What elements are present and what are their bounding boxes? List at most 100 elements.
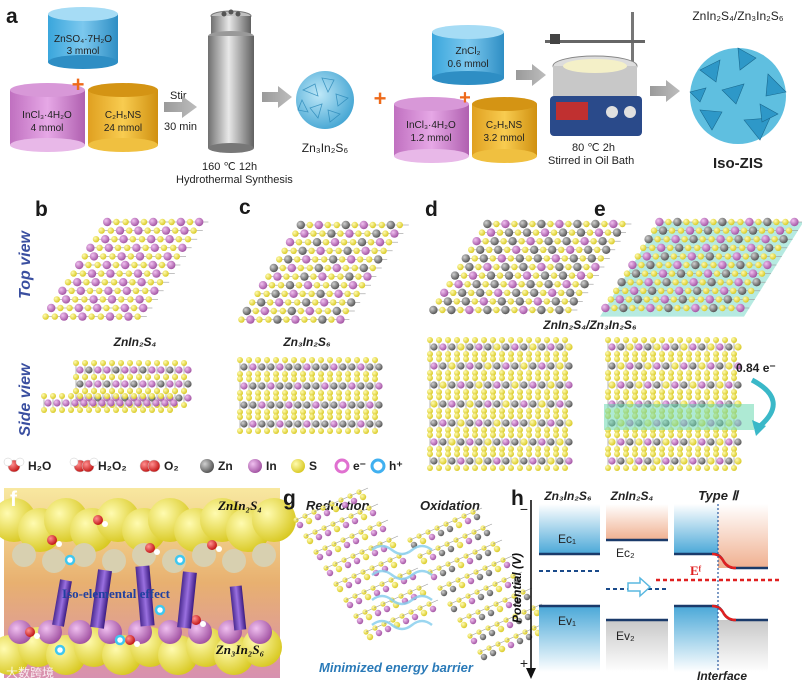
atom — [617, 278, 626, 287]
atom — [760, 253, 767, 260]
atom — [494, 288, 503, 297]
atom — [652, 253, 659, 260]
atom — [665, 218, 672, 226]
atom — [532, 229, 540, 236]
atom — [310, 273, 317, 280]
side-view-label: Side view — [17, 362, 34, 436]
atom — [313, 282, 321, 289]
atom — [511, 263, 518, 271]
atom — [734, 278, 743, 287]
atom — [335, 247, 342, 254]
atom — [486, 246, 493, 253]
atom — [144, 270, 151, 277]
atom — [701, 304, 708, 312]
atom — [289, 289, 298, 298]
atom — [132, 287, 140, 294]
atom — [540, 271, 550, 280]
atom — [562, 237, 571, 246]
atom — [543, 255, 550, 262]
atom — [686, 270, 694, 277]
atom — [242, 306, 251, 316]
atom — [511, 220, 518, 228]
atom — [512, 245, 521, 254]
cb-zn3in2s6 — [539, 504, 600, 554]
atom — [268, 282, 276, 289]
atom — [79, 270, 87, 277]
legend-item: h⁺ — [370, 458, 403, 474]
atom — [656, 304, 663, 312]
atom — [302, 298, 311, 307]
atom — [87, 269, 97, 278]
axis-title: Potential (V) — [510, 553, 524, 623]
atom — [660, 252, 669, 261]
legend-label: O₂ — [164, 459, 179, 473]
atom — [330, 238, 340, 247]
atom — [150, 286, 159, 295]
atom — [310, 230, 317, 237]
atom — [355, 230, 362, 237]
atom — [322, 239, 330, 246]
atom — [501, 219, 510, 229]
atom — [500, 281, 507, 288]
atom — [522, 246, 529, 253]
atom — [555, 219, 564, 229]
arrow-icon — [262, 86, 292, 108]
atom — [719, 304, 726, 312]
atom — [773, 218, 780, 226]
atom — [157, 236, 164, 243]
atom — [375, 238, 385, 247]
atom — [134, 226, 143, 235]
atom — [287, 306, 296, 316]
atom — [529, 220, 536, 228]
incl3-cylinder-a: InCl₃·4H₂O 4 mmol — [10, 83, 85, 152]
atom — [750, 252, 759, 261]
atom — [594, 228, 604, 237]
atom — [86, 287, 94, 294]
atom — [113, 218, 120, 226]
atom — [590, 238, 597, 245]
atom — [536, 238, 543, 245]
atom — [501, 262, 510, 272]
atom — [118, 296, 125, 303]
atom — [638, 261, 645, 269]
atom — [122, 218, 129, 226]
atom — [85, 261, 92, 269]
atom — [70, 270, 77, 277]
atom — [504, 246, 511, 253]
cb-bend — [711, 552, 737, 570]
atom — [699, 236, 706, 243]
atom — [104, 286, 113, 295]
atom — [687, 252, 696, 261]
atom — [656, 261, 663, 269]
vb-type2-right — [718, 620, 768, 672]
atom — [366, 256, 373, 263]
atom — [748, 226, 758, 235]
atom — [471, 298, 478, 305]
atom — [461, 254, 470, 263]
atom — [302, 255, 311, 264]
atom — [685, 226, 695, 235]
panel-label-f: f — [10, 488, 18, 511]
atom — [120, 303, 129, 313]
atom — [324, 264, 331, 272]
atom — [583, 263, 590, 271]
atom — [119, 235, 128, 244]
axis-plus: + — [520, 655, 528, 671]
atom — [315, 307, 322, 315]
atom — [650, 270, 658, 277]
atom — [634, 253, 641, 260]
atom — [127, 296, 134, 303]
atom — [340, 282, 348, 289]
atom — [125, 270, 132, 277]
atom — [97, 313, 105, 320]
legend-item: Zn — [200, 459, 233, 473]
atom — [514, 229, 522, 236]
zncl2-cylinder: ZnCl₂ 0.6 mmol — [432, 25, 504, 85]
atom — [336, 315, 345, 324]
atom — [468, 246, 475, 253]
legend-item: e⁻ — [334, 458, 366, 474]
atom — [175, 236, 182, 243]
atom — [500, 238, 507, 245]
atom — [518, 281, 525, 288]
atom — [353, 290, 360, 297]
